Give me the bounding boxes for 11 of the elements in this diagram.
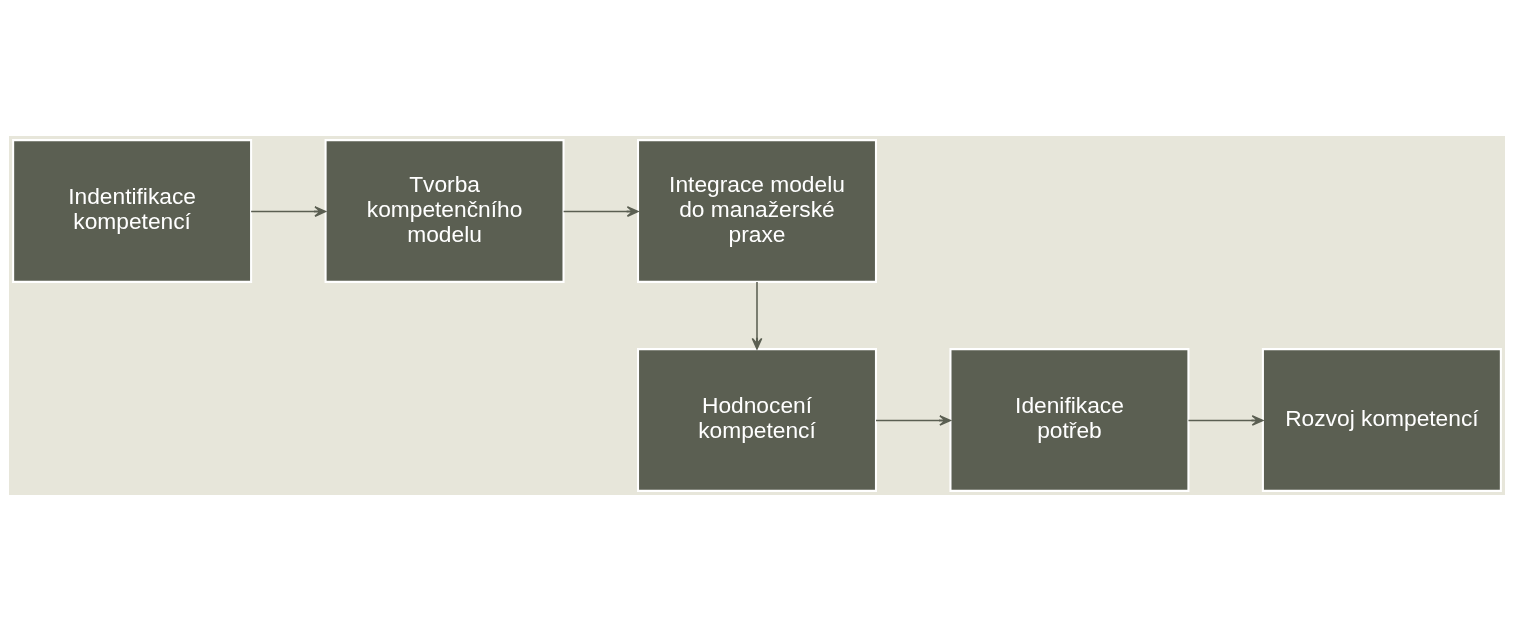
arrow (250, 206, 327, 217)
arrow (1187, 415, 1264, 426)
node-box: Tvorba kompetenčního modelu (324, 139, 565, 283)
arrow (751, 281, 763, 350)
node-box: Rozvoj kompetencí (1261, 348, 1502, 492)
arrow (562, 206, 639, 217)
arrow (875, 415, 952, 426)
node-box: Hodnocení kompetencí (637, 348, 877, 492)
node-box: Integrace modelu do manažerské praxe (637, 139, 877, 283)
node-box: Idenifikace potřeb (949, 348, 1190, 492)
node-box: Indentifikace kompetencí (12, 139, 253, 283)
